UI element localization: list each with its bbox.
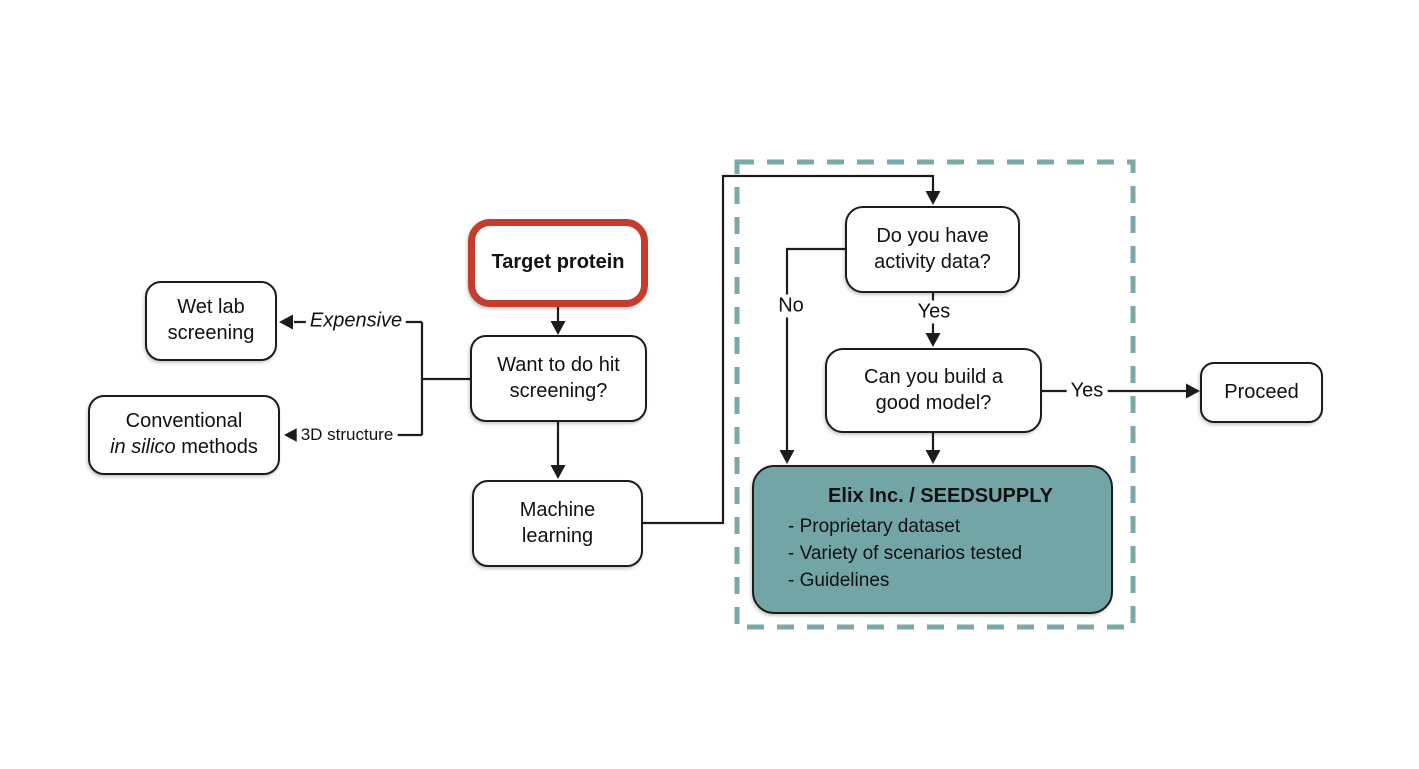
node-good-model-line2: good model? xyxy=(875,391,992,414)
node-activity-data-line2: activity data? xyxy=(874,250,991,273)
node-elix-item: - Proprietary dataset xyxy=(788,516,961,538)
connector-no-to-elix xyxy=(785,247,845,451)
node-target-protein-label: Target protein xyxy=(491,251,625,274)
connector-ml-to-activity xyxy=(643,174,935,525)
edge-label-yes-activity: Yes xyxy=(913,300,955,324)
edge-label-3d-structure: 3D structure xyxy=(296,425,398,445)
node-activity-data-line1: Do you have xyxy=(876,224,989,247)
node-proceed-label: Proceed xyxy=(1224,380,1299,403)
node-conventional-line2: in silico methods xyxy=(110,435,258,461)
node-hit-screening: Want to do hit screening? xyxy=(470,335,647,422)
node-elix-seedsupply: Elix Inc. / SEEDSUPPLY - Proprietary dat… xyxy=(752,465,1113,614)
connector-left-branch-trunk xyxy=(420,322,470,435)
edge-label-yes-model: Yes xyxy=(1066,379,1108,403)
node-proceed: Proceed xyxy=(1200,362,1323,423)
node-elix-item: - Guidelines xyxy=(788,570,890,592)
arrowhead-activity-to-model xyxy=(925,333,941,347)
node-hit-screening-line1: Want to do hit xyxy=(497,353,620,376)
node-machine-learning-line2: learning xyxy=(521,524,594,547)
arrowhead-hit-to-ml xyxy=(550,465,566,479)
node-conventional-italic: in silico xyxy=(110,436,176,458)
node-elix-item: - Variety of scenarios tested xyxy=(788,543,1023,565)
arrowhead-model-to-elix xyxy=(925,450,941,464)
node-wet-lab-line2: screening xyxy=(167,322,255,344)
node-hit-screening-line2: screening? xyxy=(509,379,608,402)
node-wet-lab-line1: Wet lab xyxy=(177,296,245,319)
node-target-protein: Target protein xyxy=(468,219,648,307)
node-good-model-line1: Can you build a xyxy=(864,365,1003,388)
arrowhead-ml-to-activity xyxy=(925,191,941,205)
arrowhead-target-to-hit xyxy=(550,321,566,335)
node-conventional-line1: Conventional xyxy=(125,410,243,433)
node-elix-title: Elix Inc. / SEEDSUPPLY xyxy=(828,484,1053,507)
node-good-model: Can you build a good model? xyxy=(825,348,1042,433)
node-conventional: Conventional in silico methods xyxy=(88,395,280,475)
node-wet-lab: Wet lab screening xyxy=(145,281,277,361)
arrowheads xyxy=(279,191,1200,479)
dashed-region-border xyxy=(734,159,1136,630)
arrowhead-to-conventional xyxy=(284,427,298,443)
node-machine-learning: Machine learning xyxy=(472,480,643,567)
node-conventional-rest: methods xyxy=(175,436,258,458)
edge-label-expensive: Expensive xyxy=(305,309,407,333)
edge-label-no: No xyxy=(774,294,808,318)
arrowhead-model-to-proceed xyxy=(1186,383,1200,399)
node-machine-learning-line1: Machine xyxy=(519,498,596,521)
node-activity-data: Do you have activity data? xyxy=(845,206,1020,293)
arrowhead-to-wet-lab xyxy=(279,314,293,330)
arrowhead-no-to-elix xyxy=(779,450,795,464)
